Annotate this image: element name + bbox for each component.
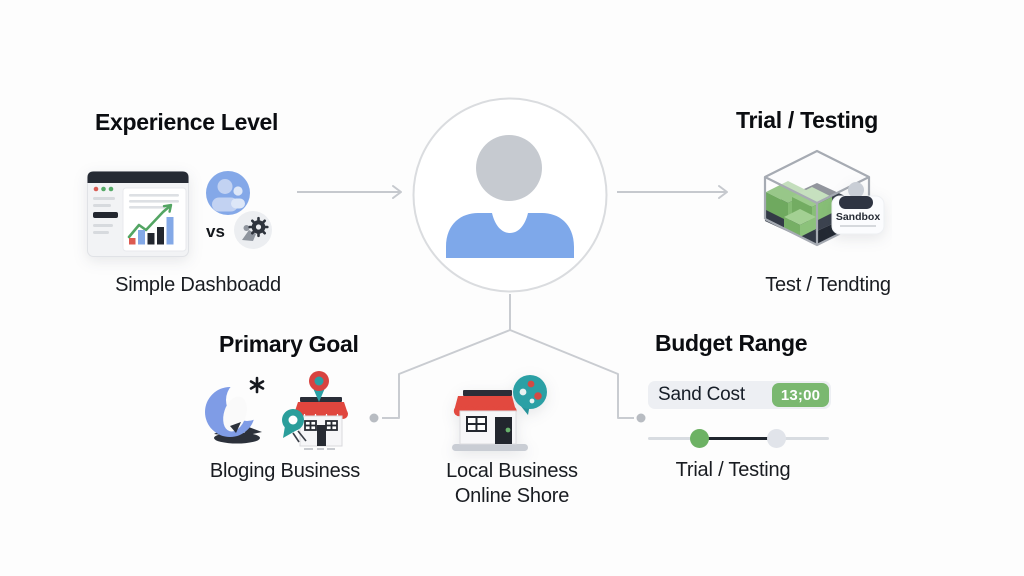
bar-dark-2 xyxy=(157,227,164,245)
shop-window xyxy=(466,416,487,432)
central-user-avatar xyxy=(412,97,608,293)
branch-connectors xyxy=(369,294,646,423)
trial-testing-title: Trial / Testing xyxy=(736,107,879,133)
browser-topbar xyxy=(87,171,189,183)
bar-blue-1 xyxy=(138,230,145,245)
sidebar-active-item xyxy=(93,212,118,218)
experience-level-title: Experience Level xyxy=(95,109,279,135)
local-business-shop-icon xyxy=(452,375,547,451)
storefront-door xyxy=(317,425,326,446)
window-dot-green2 xyxy=(108,186,114,192)
window-dot-red xyxy=(93,186,99,192)
map-pin-teal-icon xyxy=(282,409,307,443)
vs-label: vs xyxy=(206,222,225,241)
location-badge-icon xyxy=(513,375,547,415)
bar-red xyxy=(129,238,136,245)
tag-person-shoulders xyxy=(839,196,873,209)
bar-dark-1 xyxy=(147,233,155,245)
connector-dot-left xyxy=(369,413,379,423)
slider-knob-green[interactable] xyxy=(690,429,709,448)
shop-door xyxy=(495,417,512,444)
avatar-head xyxy=(476,135,542,201)
trial-caption: Test / Tendting xyxy=(765,274,891,296)
local-business-line1: Local Business xyxy=(446,460,578,482)
window-dot-green xyxy=(101,186,106,192)
bar-blue-2 xyxy=(166,217,174,245)
connector-dot-right xyxy=(636,413,646,423)
cost-value-badge: 13;00 xyxy=(772,383,829,407)
wireframe-cube xyxy=(763,149,871,247)
sandbox-tag-card: Sandbox xyxy=(831,182,885,235)
business-storefront-icon xyxy=(282,371,348,450)
local-business-caption: Local Business Online Shore xyxy=(402,459,622,509)
sandbox-illustration: Sandbox xyxy=(763,149,885,247)
budget-caption: Trial / Testing xyxy=(675,459,791,481)
slider-active-segment xyxy=(700,436,777,440)
sparkle-star-icon xyxy=(249,376,265,394)
budget-range-title: Budget Range xyxy=(655,330,808,356)
budget-slider[interactable] xyxy=(648,429,829,448)
automation-gear-icon xyxy=(234,211,272,249)
map-pin-red-icon xyxy=(309,371,329,402)
cost-label: Sand Cost xyxy=(658,384,745,405)
shop-base xyxy=(452,444,528,451)
primary-goal-title: Primary Goal xyxy=(219,331,359,357)
slider-knob-gray[interactable] xyxy=(767,429,786,448)
door-knob xyxy=(505,427,511,433)
green-blocks xyxy=(766,181,832,237)
blogging-quill-icon xyxy=(205,376,265,444)
arrow-avatar-to-right xyxy=(617,185,728,199)
dashboard-illustration xyxy=(87,171,189,257)
budget-cost-pill: Sand Cost 13;00 xyxy=(648,381,831,409)
user-person-icon xyxy=(206,171,250,215)
arrow-left-to-avatar xyxy=(297,185,402,199)
avatar-shoulders xyxy=(446,213,574,258)
growth-arrowhead xyxy=(162,203,173,213)
tag-person-head xyxy=(848,182,864,198)
growth-line-chart xyxy=(127,204,172,239)
experience-caption: Simple Dashboadd xyxy=(115,274,281,296)
gear-icon xyxy=(248,216,269,238)
local-business-line2: Online Shore xyxy=(454,485,570,507)
primary-goal-caption: Bloging Business xyxy=(209,460,361,482)
sandbox-tag-label: Sandbox xyxy=(836,211,880,223)
